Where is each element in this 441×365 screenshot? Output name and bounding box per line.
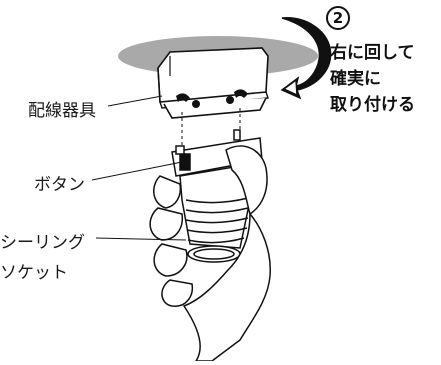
leader-button (91, 161, 183, 181)
step-number: 2 (326, 6, 350, 30)
hand-with-socket (149, 129, 271, 362)
wiring-fixture (157, 47, 269, 119)
leader-seal (95, 237, 187, 241)
label-button: ボタン (34, 175, 85, 195)
instruction-line-2: 確実に (330, 69, 381, 89)
label-socket: ソケット (0, 263, 68, 283)
instruction-line-1: 右に回して (330, 43, 415, 63)
rotation-arrow-icon (280, 17, 332, 100)
leader-fixture (107, 95, 163, 107)
label-seal-ring: シーリング (0, 233, 85, 253)
label-fixture: 配線器具 (28, 101, 96, 121)
instruction-line-3: 取り付ける (330, 95, 415, 115)
